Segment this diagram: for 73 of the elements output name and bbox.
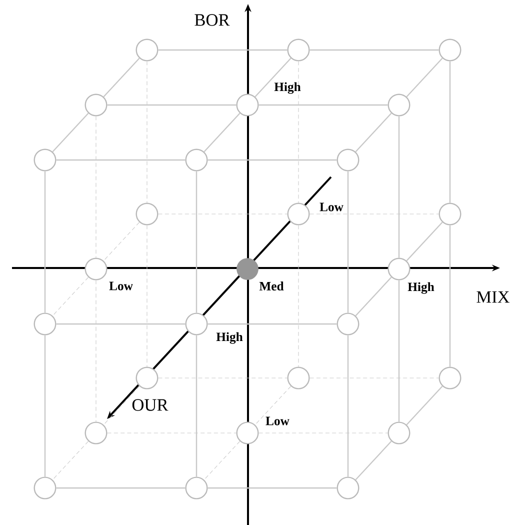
design-point-circle bbox=[388, 422, 410, 444]
design-point-circle bbox=[185, 312, 208, 336]
design-point-circle bbox=[34, 148, 56, 172]
design-point-circle bbox=[185, 476, 208, 500]
design-point-circle bbox=[438, 366, 462, 390]
design-point-circle bbox=[236, 94, 259, 116]
grid-line bbox=[52, 277, 89, 316]
grid-line bbox=[406, 58, 443, 98]
grid-line bbox=[254, 58, 292, 98]
level-label: Low bbox=[266, 416, 290, 426]
grid-line bbox=[347, 171, 349, 313]
grid-line bbox=[347, 335, 349, 477]
grid-line bbox=[208, 487, 337, 489]
grid-line bbox=[398, 280, 400, 422]
grid-line bbox=[355, 112, 392, 152]
design-point-circle bbox=[185, 148, 208, 172]
design-point-circle bbox=[287, 366, 310, 390]
grid-line bbox=[406, 222, 443, 262]
level-label: High bbox=[408, 282, 434, 294]
grid-line bbox=[449, 61, 451, 203]
design-point-circle bbox=[336, 312, 360, 336]
design-point-circle bbox=[136, 38, 158, 62]
design-point-circle bbox=[34, 476, 56, 500]
level-label: Low bbox=[109, 282, 133, 290]
grid-line bbox=[52, 441, 89, 480]
design-point-circle bbox=[236, 422, 259, 444]
design-point-circle bbox=[136, 202, 158, 226]
design-point-circle bbox=[336, 148, 360, 172]
design-point-circle bbox=[438, 202, 462, 226]
design-point-circle bbox=[84, 94, 108, 116]
grid-line bbox=[204, 112, 240, 152]
grid-line bbox=[56, 323, 186, 325]
grid-line bbox=[355, 440, 392, 480]
design-point-circle bbox=[84, 258, 108, 280]
design-point-circle bbox=[136, 366, 158, 390]
axis-label: BOR bbox=[194, 14, 230, 26]
design-point-circle bbox=[287, 202, 310, 226]
grid-line bbox=[44, 335, 46, 477]
grid-line bbox=[52, 112, 89, 152]
grid-line bbox=[196, 335, 198, 477]
design-point-circle bbox=[336, 476, 360, 500]
design-point-circle bbox=[438, 38, 462, 62]
grid-line bbox=[44, 171, 46, 313]
axis-label: MIX bbox=[476, 291, 510, 303]
level-label: Low bbox=[320, 202, 344, 212]
design-point-circle bbox=[84, 422, 108, 444]
grid-line bbox=[208, 159, 337, 161]
design-point-circle bbox=[388, 258, 410, 280]
design-point-circle bbox=[287, 38, 310, 62]
center-point-dot bbox=[236, 258, 258, 280]
grid-line bbox=[398, 116, 400, 258]
level-label: High bbox=[216, 332, 243, 344]
grid-line bbox=[258, 104, 388, 106]
grid-line bbox=[208, 323, 337, 325]
grid-line bbox=[56, 159, 186, 161]
design-point-circle bbox=[388, 94, 410, 116]
design-point-circle bbox=[34, 312, 56, 336]
grid-line bbox=[204, 441, 240, 480]
grid-line bbox=[107, 104, 236, 106]
grid-line bbox=[449, 225, 451, 367]
grid-line bbox=[56, 487, 186, 489]
grid-line bbox=[158, 49, 288, 51]
grid-line bbox=[103, 222, 140, 262]
grid-line bbox=[406, 386, 443, 426]
grid-line bbox=[196, 171, 198, 313]
level-label: Med bbox=[259, 282, 284, 290]
axis-label: OUR bbox=[132, 399, 168, 411]
grid-line bbox=[103, 386, 140, 426]
level-label: High bbox=[274, 82, 301, 94]
grid-line bbox=[310, 49, 439, 51]
grid-line bbox=[355, 276, 392, 316]
grid-line bbox=[103, 58, 140, 98]
grid-line bbox=[254, 386, 292, 426]
